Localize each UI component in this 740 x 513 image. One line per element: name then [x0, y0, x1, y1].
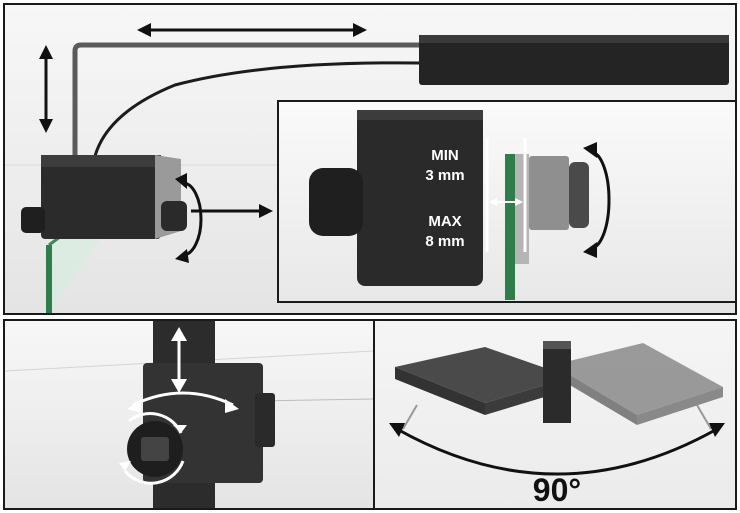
lamp-arm: [72, 42, 419, 165]
swivel-arrow-icon: [127, 391, 239, 413]
center-mount-post: [543, 341, 571, 423]
height-adjust-illustration: [5, 321, 373, 508]
max-label: MAX: [428, 213, 461, 230]
horizontal-adjust-arrow-icon: [137, 23, 367, 37]
min-label: MIN: [431, 147, 459, 164]
rotation-arc-arrow-icon: [389, 423, 725, 476]
inset-right-pad: [529, 156, 569, 230]
right-clamp-knob: [161, 201, 187, 231]
height-adjust-panel: [3, 319, 375, 510]
rotation-panel: 90°: [373, 319, 737, 510]
clamp-detail-inset: MIN 3 mm MAX 8 mm: [277, 100, 735, 303]
clamp-block: [41, 155, 161, 239]
gap-width-arrow-icon: [489, 198, 523, 206]
power-cable: [91, 61, 420, 166]
lamp-head: [419, 35, 729, 85]
max-value: 8 mm: [425, 233, 464, 250]
clamp-detail-illustration: MIN 3 mm MAX 8 mm: [309, 110, 611, 300]
inset-rotate-arrow-icon: [583, 142, 611, 258]
zoom-pointer-arrow-icon: [191, 204, 273, 218]
inset-glass-edge: [505, 154, 515, 300]
mounting-overview-illustration: [5, 23, 735, 313]
mounting-overview-panel: MIN 3 mm MAX 8 mm: [3, 3, 737, 315]
rotation-illustration: 90°: [389, 341, 725, 508]
vertical-slide-arrow-icon: [171, 327, 187, 393]
rotation-label: 90°: [533, 472, 581, 508]
rotate-knob-arrow-icon: [175, 173, 203, 263]
lamp-head-main: [395, 347, 571, 403]
left-clamp-knob: [21, 207, 45, 233]
vertical-adjust-arrow-icon: [39, 45, 53, 133]
inset-left-knob: [309, 168, 363, 236]
rotated-lamp-head: [553, 343, 723, 415]
min-value: 3 mm: [425, 167, 464, 184]
knob-rotate-arrow-icon: [119, 412, 187, 485]
clamp-body: [357, 110, 483, 286]
